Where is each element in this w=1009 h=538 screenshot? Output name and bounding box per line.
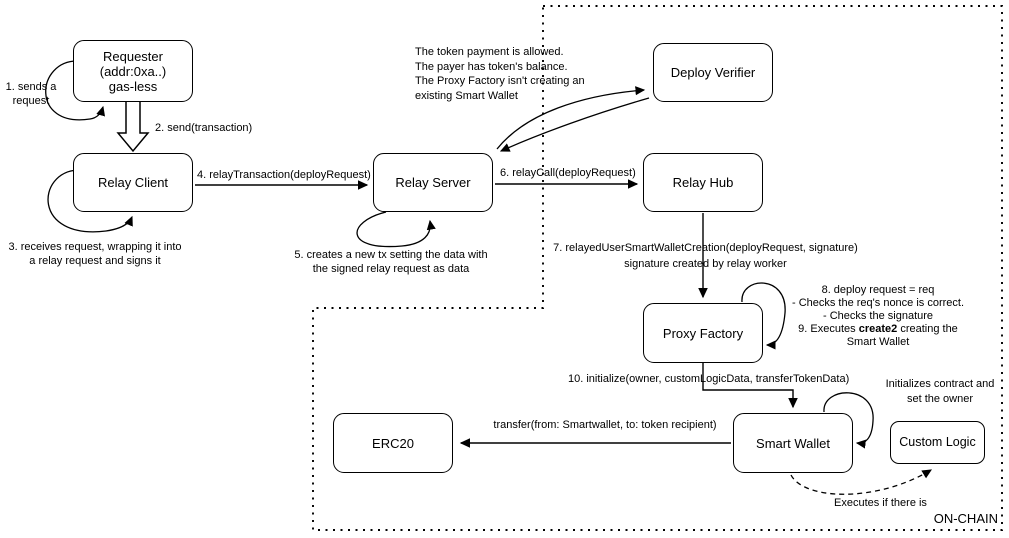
init-note-line1: Initializes contract and [885,378,995,390]
step3-line2: a relay request and signs it [29,254,161,267]
requester-label-line1: Requester [103,48,163,64]
edge-label-step4: 4. relayTransaction(deployRequest) [197,169,371,181]
verifier-note-line3: The Proxy Factory isn't creating an [415,75,585,87]
deploy-verifier-label: Deploy Verifier [670,65,756,80]
erc20-label: ERC20 [372,435,414,451]
note-executes-if-there-is: Executes if there is [834,497,927,509]
proxy-factory-self-loop [741,282,786,350]
edge-label-step5: 5. creates a new tx setting the data wit… [291,249,491,276]
step8-line2: - Checks the req's nonce is correct. [791,297,965,309]
verifier-note-line1: The token payment is allowed. [415,46,564,58]
send-transaction-arrow [116,100,150,153]
node-requester: Requester (addr:0xa..) gas-less [73,40,193,102]
proxy-factory-label: Proxy Factory [662,325,744,341]
step3-line1: 3. receives request, wrapping it into [8,241,182,253]
step9-bold: create2 [858,323,898,335]
edge-label-step1: 1. sends a request [0,81,62,108]
note-step8-9: 8. deploy request = req - Checks the req… [783,284,973,349]
edge-label-step7: 7. relayedUserSmartWalletCreation(deploy… [548,240,863,272]
edge-label-step6: 6. relayCall(deployRequest) [500,167,636,179]
step9-line2: Smart Wallet [846,336,910,348]
verifier-note-line2: The payer has token's balance. [415,60,568,73]
smart-wallet-self-loop [823,392,874,449]
step7-line1: 7. relayedUserSmartWalletCreation(deploy… [553,242,858,254]
note-initializes-contract: Initializes contract and set the owner [883,377,997,407]
edge-label-step2: 2. send(transaction) [155,122,253,134]
step5-line2: the signed relay request as data [312,262,470,275]
node-deploy-verifier: Deploy Verifier [653,43,773,102]
relay-server-label: Relay Server [395,175,471,190]
node-relay-client: Relay Client [73,153,193,212]
node-relay-hub: Relay Hub [643,153,763,212]
edge-label-step3: 3. receives request, wrapping it into a … [0,241,190,268]
verifier-note-line4: existing Smart Wallet [415,89,518,102]
step9-post: creating the [897,323,958,335]
step9-pre: 9. Executes [798,323,859,335]
onchain-boundary [312,5,1003,531]
relay-client-label: Relay Client [97,175,169,190]
server-to-verifier-arrow [496,86,646,150]
onchain-region-label: ON-CHAIN [933,511,998,526]
node-smart-wallet: Smart Wallet [733,413,853,473]
edge-label-transfer: transfer(from: Smartwallet, to: token re… [493,419,717,431]
node-relay-server: Relay Server [373,153,493,212]
step8-line1: 8. deploy request = req [821,284,935,296]
init-note-line2: set the owner [906,393,974,405]
step8-line3: - Checks the signature [822,310,934,322]
node-proxy-factory: Proxy Factory [643,303,763,363]
node-erc20: ERC20 [333,413,453,473]
note-verifier-conditions: The token payment is allowed. The payer … [415,45,585,103]
step1-line1: 1. sends a [5,81,57,93]
initialize-arrow [702,363,798,409]
smart-wallet-label: Smart Wallet [756,435,830,451]
requester-label-line3: gas-less [108,78,158,94]
relay-server-self-loop [356,211,436,248]
step9-line: 9. Executes create2 creating the [783,323,973,336]
requester-self-loop [45,60,106,121]
step7-line2: signature created by relay worker [624,258,787,270]
verifier-to-server-arrow [499,97,650,152]
step5-line1: 5. creates a new tx setting the data wit… [294,249,488,261]
custom-logic-label: Custom Logic [899,435,976,449]
step1-line2: request [12,94,50,107]
relay-hub-label: Relay Hub [672,175,734,190]
relay-client-self-loop [47,169,133,233]
executes-dashed-arrow [790,469,933,495]
edge-label-step10: 10. initialize(owner, customLogicData, t… [568,373,850,385]
node-custom-logic: Custom Logic [890,421,985,464]
requester-label-line2: (addr:0xa..) [99,63,167,79]
